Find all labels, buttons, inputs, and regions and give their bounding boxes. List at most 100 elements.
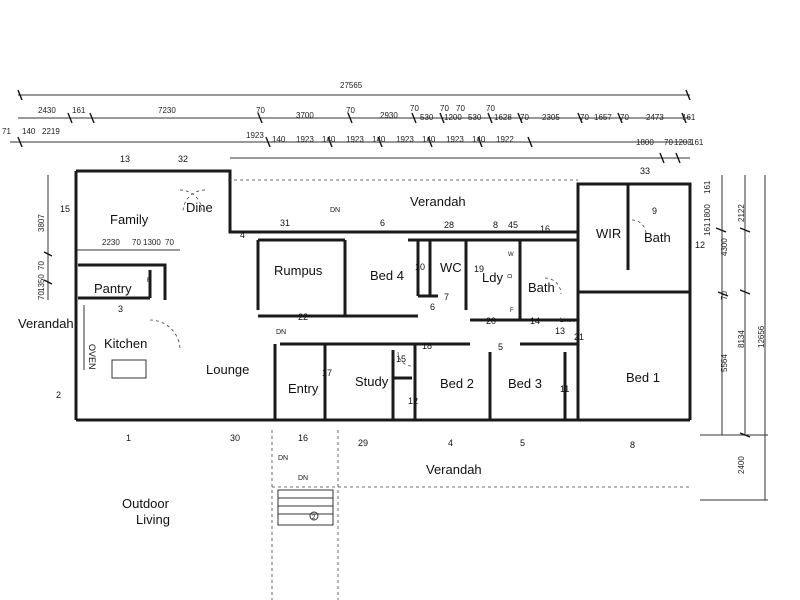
room-laundry: Ldy [482, 270, 503, 285]
svg-text:1923: 1923 [296, 135, 314, 144]
dn-label-entry: DN [278, 455, 288, 462]
svg-text:70: 70 [580, 113, 589, 122]
door-swings [149, 189, 647, 367]
svg-text:15: 15 [396, 354, 406, 364]
svg-text:1923: 1923 [346, 135, 364, 144]
room-bath-ensuite: Bath [644, 230, 671, 245]
svg-text:3807: 3807 [37, 214, 46, 232]
svg-text:18: 18 [422, 341, 432, 351]
svg-text:32: 32 [178, 154, 188, 164]
svg-text:5: 5 [520, 438, 525, 448]
svg-text:70: 70 [620, 113, 629, 122]
svg-text:530: 530 [468, 113, 482, 122]
outdoor-living-line1: Outdoor [122, 496, 170, 511]
dn-label-rumpus: DN [276, 329, 286, 336]
verandah-bottom: Verandah [426, 462, 482, 477]
svg-text:161: 161 [703, 222, 712, 236]
svg-text:140: 140 [472, 135, 486, 144]
svg-text:W: W [508, 252, 514, 258]
svg-text:16: 16 [540, 224, 550, 234]
svg-text:8134: 8134 [737, 330, 746, 348]
room-wir: WIR [596, 226, 621, 241]
svg-text:29: 29 [358, 438, 368, 448]
room-kitchen: Kitchen [104, 336, 147, 351]
room-bath-main: Bath [528, 280, 555, 295]
svg-text:28: 28 [444, 220, 454, 230]
svg-text:20: 20 [486, 316, 496, 326]
svg-text:1300: 1300 [143, 238, 161, 247]
svg-text:1800: 1800 [636, 138, 654, 147]
svg-text:14: 14 [530, 316, 540, 326]
dn-label-top: DN [330, 207, 340, 214]
svg-text:21: 21 [574, 332, 584, 342]
svg-text:6: 6 [430, 302, 435, 312]
room-bed-2: Bed 2 [440, 376, 474, 391]
svg-text:70: 70 [37, 291, 46, 300]
svg-text:1: 1 [126, 433, 131, 443]
verandah-outlines [228, 179, 690, 600]
reference-numbers: 13 32 15 33 31 6 28 8 45 16 4 9 12 10 19… [56, 154, 705, 521]
dimension-text: 27565 2430 161 7230 70 3700 70 2930 70 7… [2, 81, 766, 474]
svg-text:3700: 3700 [296, 111, 314, 120]
svg-text:7: 7 [444, 292, 449, 302]
svg-text:45: 45 [508, 220, 518, 230]
room-family: Family [110, 212, 149, 227]
svg-text:2430: 2430 [38, 106, 56, 115]
svg-text:13: 13 [555, 326, 565, 336]
svg-text:5: 5 [498, 342, 503, 352]
svg-text:70: 70 [720, 291, 729, 300]
svg-text:2230: 2230 [102, 238, 120, 247]
svg-text:2473: 2473 [646, 113, 664, 122]
svg-text:1203: 1203 [674, 138, 692, 147]
svg-text:161: 161 [682, 113, 696, 122]
svg-text:13: 13 [120, 154, 130, 164]
svg-text:4: 4 [240, 230, 245, 240]
dn-label-steps: DN [298, 475, 308, 482]
svg-text:161: 161 [690, 138, 704, 147]
room-labels: Family Dine Pantry Kitchen OVEN Lounge R… [18, 194, 671, 527]
svg-text:71: 71 [2, 127, 11, 136]
svg-text:6: 6 [380, 218, 385, 228]
svg-text:140: 140 [372, 135, 386, 144]
room-bed-4: Bed 4 [370, 268, 404, 283]
svg-text:7230: 7230 [158, 106, 176, 115]
svg-text:33: 33 [640, 166, 650, 176]
verandah-top: Verandah [410, 194, 466, 209]
svg-text:70: 70 [410, 104, 419, 113]
dimension-lines [10, 89, 768, 501]
svg-text:70: 70 [486, 104, 495, 113]
svg-text:1628: 1628 [494, 113, 512, 122]
svg-text:1922: 1922 [496, 135, 514, 144]
svg-text:D: D [508, 273, 514, 278]
room-lounge: Lounge [206, 362, 249, 377]
svg-text:F: F [510, 308, 514, 314]
svg-text:1200: 1200 [444, 113, 462, 122]
svg-text:9: 9 [652, 206, 657, 216]
svg-text:31: 31 [280, 218, 290, 228]
room-pantry: Pantry [94, 281, 132, 296]
svg-text:11: 11 [560, 384, 569, 394]
svg-text:1923: 1923 [246, 131, 264, 140]
svg-text:161: 161 [703, 180, 712, 194]
svg-text:30: 30 [230, 433, 240, 443]
room-bed-1: Bed 1 [626, 370, 660, 385]
svg-text:15: 15 [60, 204, 70, 214]
svg-text:140: 140 [272, 135, 286, 144]
svg-text:70: 70 [520, 113, 529, 122]
svg-text:1923: 1923 [396, 135, 414, 144]
svg-text:1923: 1923 [446, 135, 464, 144]
svg-text:2930: 2930 [380, 111, 398, 120]
svg-text:1350: 1350 [37, 274, 46, 292]
svg-text:27565: 27565 [340, 81, 363, 90]
svg-text:140: 140 [422, 135, 436, 144]
verandah-left: Verandah [18, 316, 74, 331]
svg-text:70: 70 [37, 261, 46, 270]
svg-text:140: 140 [322, 135, 336, 144]
svg-text:1657: 1657 [594, 113, 612, 122]
svg-text:1800: 1800 [703, 204, 712, 222]
svg-text:3: 3 [118, 304, 123, 314]
svg-text:8: 8 [630, 440, 635, 450]
outdoor-living-line2: Living [136, 512, 170, 527]
room-study: Study [355, 374, 389, 389]
